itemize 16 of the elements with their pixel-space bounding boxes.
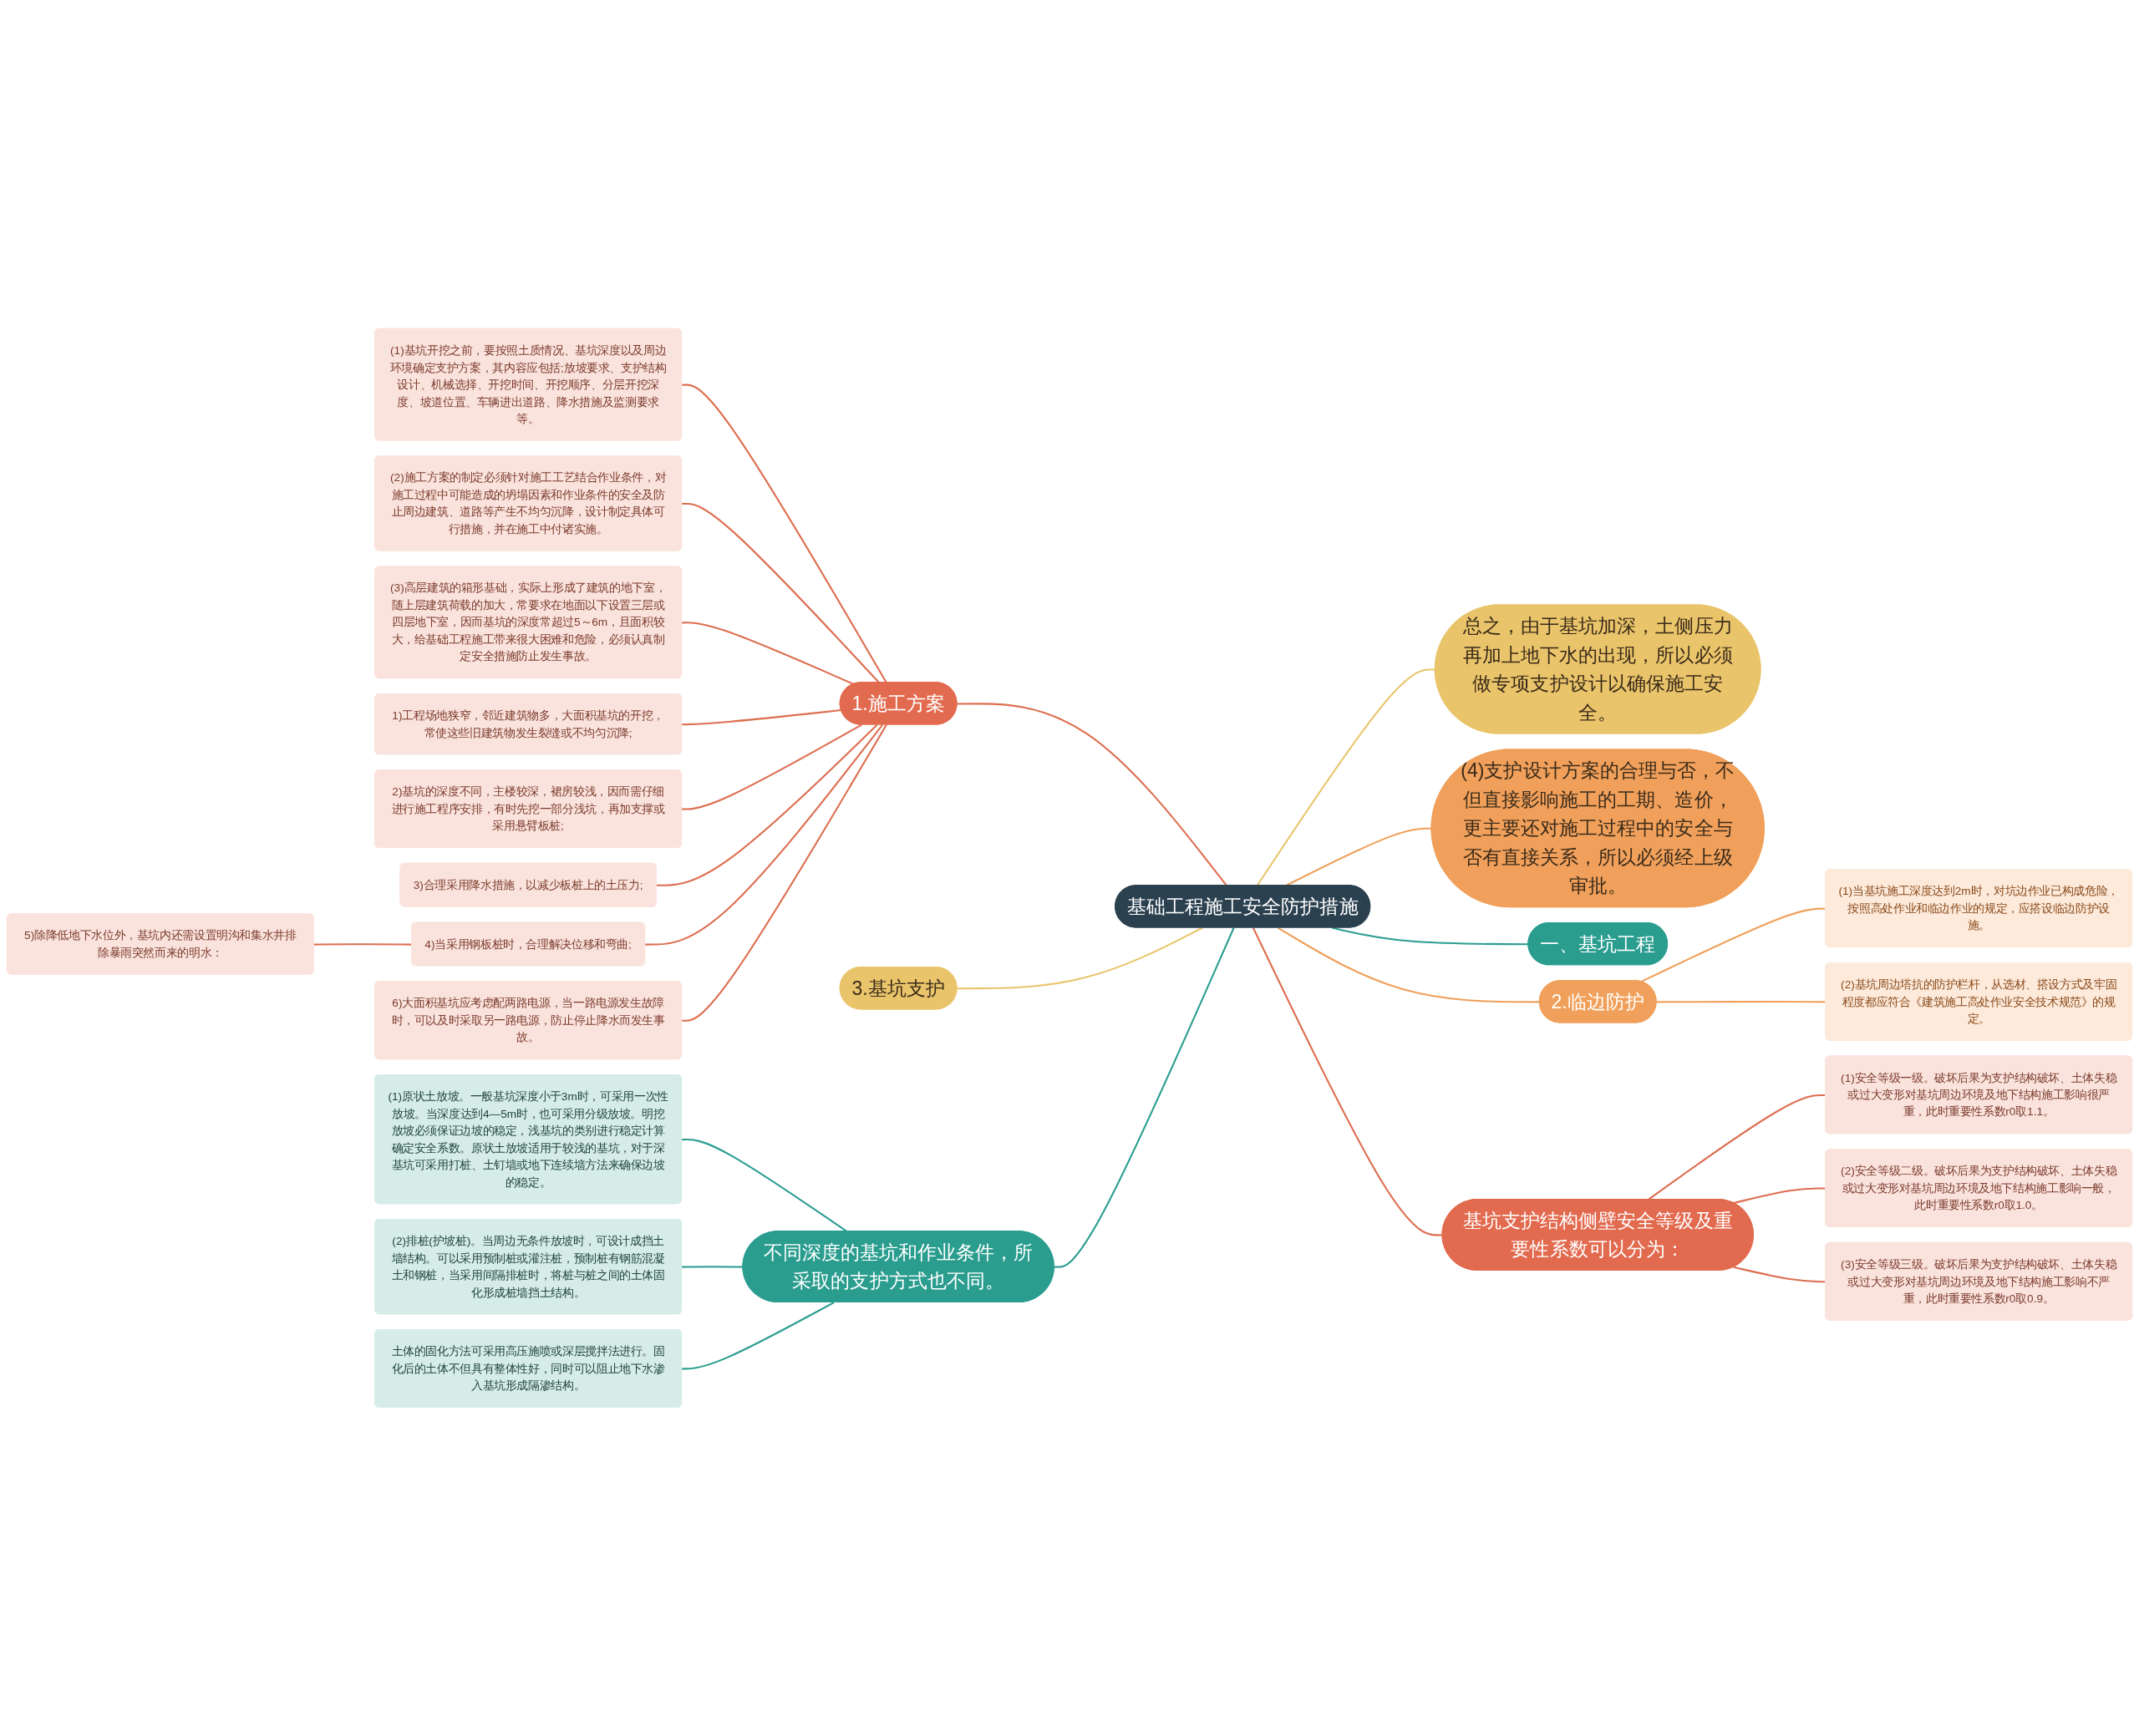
connector	[1277, 926, 1540, 1003]
connector	[957, 926, 1203, 990]
connector	[656, 724, 878, 886]
connector	[682, 503, 880, 684]
connector	[1054, 927, 1235, 1268]
connector	[682, 383, 887, 683]
connector	[957, 703, 1227, 886]
connector	[1252, 927, 1443, 1236]
connector	[682, 622, 855, 686]
connector	[682, 709, 842, 726]
connector	[682, 723, 862, 810]
connector	[682, 724, 887, 1022]
connector	[682, 1266, 744, 1268]
connector	[1256, 668, 1435, 886]
connector	[645, 724, 883, 946]
connector	[682, 1302, 835, 1370]
